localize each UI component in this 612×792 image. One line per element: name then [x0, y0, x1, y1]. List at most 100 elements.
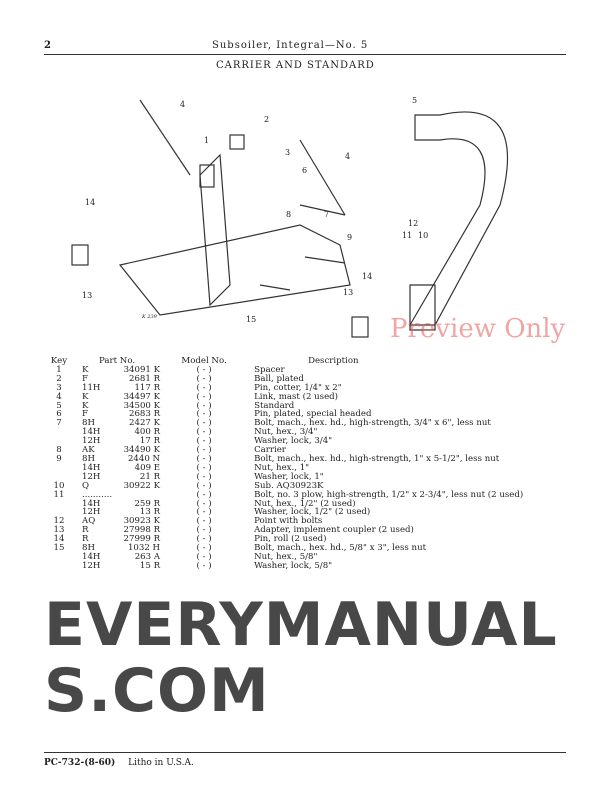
section-title: CARRIER AND STANDARD [216, 60, 375, 71]
part-prefix: R [82, 525, 89, 536]
watermark-brand: EVERYMANUALS.COM [44, 590, 558, 726]
page-number: 2 [44, 40, 52, 51]
row-key: 7 [56, 418, 62, 429]
description: Carrier [254, 445, 286, 456]
part-prefix: K [82, 364, 89, 375]
row-key: 15 [53, 543, 65, 554]
callout: 12 [408, 219, 418, 228]
part-prefix: 14H [82, 551, 101, 562]
part-number: 259 R [134, 498, 161, 509]
part-number: 2683 R [128, 409, 161, 420]
model-no: ( - ) [196, 560, 212, 571]
callout: 10 [418, 231, 428, 240]
description: Ball, plated [254, 373, 304, 384]
part-prefix: 14H [82, 462, 101, 473]
row-key [44, 562, 74, 571]
part-prefix: 12H [82, 471, 101, 482]
column-description: Description [308, 356, 359, 366]
part-prefix: K [82, 400, 89, 411]
part-number: 34490 K [123, 445, 161, 456]
row-key: 14 [53, 534, 65, 545]
row-key: 9 [56, 453, 62, 464]
mast-link [299, 139, 346, 216]
description: Nut, hex., 1" [254, 462, 310, 473]
callout: 14 [362, 272, 372, 281]
part-number: 21 R [139, 471, 161, 482]
part-number: 34500 K [123, 400, 161, 411]
point [409, 284, 436, 331]
figure-label: K 239 [141, 314, 158, 320]
adapter [71, 244, 89, 266]
row-key: 1 [56, 364, 62, 375]
callout: 8 [286, 210, 291, 219]
table-row: 5 K 34500 K ( - ) Standard [44, 400, 523, 411]
description: Pin, roll (2 used) [254, 534, 327, 545]
row-key [44, 500, 74, 509]
part-prefix: F [82, 373, 88, 384]
part-number: 2427 K [129, 418, 161, 429]
ball [229, 134, 245, 150]
description: Bolt, mach., hex. hd., high-strength, 1"… [254, 453, 500, 464]
model-no: ( - ) [196, 516, 212, 527]
callout: 13 [82, 291, 92, 300]
description: Bolt, mach., hex. hd., high-strength, 3/… [254, 418, 491, 429]
part-prefix: Q [82, 480, 90, 491]
part-number: 34497 K [123, 391, 161, 402]
description: Washer, lock, 3/4" [254, 436, 333, 447]
model-no: ( - ) [196, 418, 212, 429]
part-prefix: 14H [82, 427, 101, 438]
part-number: 117 R [134, 382, 161, 393]
part-prefix: ........... [82, 489, 113, 500]
model-no: ( - ) [196, 489, 212, 500]
footer-rule [44, 752, 566, 753]
table-row: 7 8H 2427 K ( - ) Bolt, mach., hex. hd., hig… [44, 419, 523, 428]
parts-diagram: 4 1 2 3 4 5 6 7 8 9 10 11 12 13 13 14 14… [71, 96, 508, 338]
description: Washer, lock, 1/2" (2 used) [254, 507, 371, 518]
description: Nut, hex., 5/8" [254, 551, 318, 562]
model-no: ( - ) [196, 400, 212, 411]
part-number: 13 R [139, 507, 161, 518]
row-key: 5 [56, 400, 62, 411]
callout: 7 [324, 210, 329, 219]
row-key [44, 428, 74, 437]
part-number: 34091 K [123, 364, 161, 375]
model-no: ( - ) [196, 364, 212, 375]
row-key: 3 [56, 382, 62, 393]
part-prefix: 8H [82, 418, 95, 429]
header-rule [44, 54, 566, 55]
part-prefix: 12H [82, 507, 101, 518]
bolt [259, 284, 291, 291]
bolt [299, 204, 346, 216]
description: Standard [254, 400, 295, 411]
part-prefix: 14H [82, 498, 101, 509]
model-no: ( - ) [196, 551, 212, 562]
callout: 4 [180, 100, 185, 109]
description: Point with bolts [254, 516, 323, 527]
page-title: Subsoiler, Integral—No. 5 [212, 40, 369, 51]
part-number: 2440 N [127, 453, 161, 464]
carrier-frame [118, 224, 351, 316]
description: Pin, plated, special headed [254, 409, 372, 420]
row-key: 11 [53, 489, 65, 500]
description: Sub. AQ30923K [254, 480, 324, 491]
spacer [199, 164, 215, 188]
model-no: ( - ) [196, 480, 212, 491]
part-number: 17 R [139, 436, 161, 447]
callout: 1 [204, 136, 209, 145]
description: Bolt, mach., hex. hd., 5/8" x 3", less n… [254, 543, 427, 554]
part-prefix: 8H [82, 453, 95, 464]
column-model-no: Model No. [181, 356, 227, 366]
carrier-mast [199, 153, 231, 307]
row-key: 2 [56, 373, 62, 384]
